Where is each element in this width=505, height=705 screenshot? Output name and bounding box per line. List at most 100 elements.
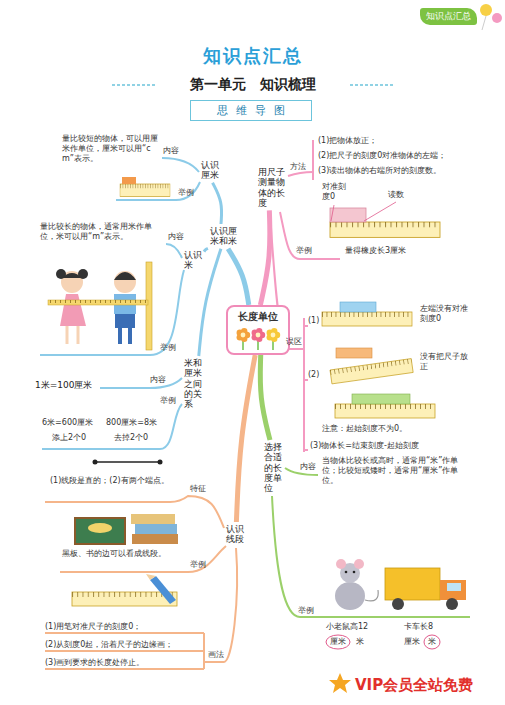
branch-tag: 内容 — [168, 232, 184, 242]
branch-tag: 举例 — [160, 343, 176, 353]
ruler-picture — [330, 359, 413, 384]
note-text: 注意：起始刻度不为0。 — [322, 424, 407, 434]
node-text: 知识点汇总 — [426, 10, 471, 23]
mouse-picture — [335, 559, 378, 610]
branch-connector — [260, 355, 270, 440]
branch-topic: 选择合适的长度单位 — [262, 440, 284, 496]
object-picture — [122, 177, 136, 184]
node-text: 用尺子测量物体的长度 — [258, 167, 285, 208]
branch-connector — [204, 249, 208, 252]
branch-topic: 认识线段 — [224, 522, 246, 547]
children-picture — [48, 262, 152, 350]
note-text: 量比较长的物体，通常用米作单位，米可以用“m”表示。 — [40, 222, 154, 242]
truck-picture — [385, 568, 466, 610]
node-text: 长度单位 — [231, 310, 285, 324]
branch-tag: 特征 — [190, 484, 206, 494]
blue-branches — [40, 158, 200, 449]
branch-tag: 内容 — [150, 375, 166, 385]
node-text: 选择合适的长度单位 — [264, 442, 282, 494]
branch-topic: 认识厘米和米 — [208, 224, 239, 249]
branch-tag: 举例 — [190, 560, 206, 570]
branch-tag: 方法 — [290, 162, 306, 172]
node-text: 认识米 — [184, 250, 202, 271]
note-text: 去掉2个0 — [114, 433, 148, 443]
board-books-picture — [75, 514, 178, 544]
node-text: 认识线段 — [226, 524, 244, 545]
option-text: 米 — [428, 637, 436, 647]
note-text: 当物体比较长或高时，通常用“米”作单位；比较短或矮时，通常用“厘米”作单位。 — [322, 456, 472, 486]
branch-connector — [260, 210, 270, 305]
formula-text: 800厘米=8米 — [106, 418, 157, 428]
note-text: 量得橡皮长3厘米 — [345, 246, 406, 256]
option-text: 厘米 — [404, 637, 420, 647]
node-text: 认识厘米和米 — [210, 226, 237, 247]
center-topic: 长度单位 — [226, 305, 290, 355]
watermark: VIP会员全站免费 — [355, 676, 473, 695]
unit-heading: 第一单元 知识梳理 — [160, 76, 345, 94]
branch-connector — [236, 355, 255, 522]
object-picture — [352, 394, 410, 404]
branch-tag: 举例 — [296, 246, 312, 256]
ruler-picture — [120, 184, 170, 197]
orange-branches — [45, 496, 237, 669]
segment-picture — [93, 460, 163, 465]
branch-tag: 内容 — [300, 462, 316, 472]
note-text: 黑板、书的边可以看成线段。 — [62, 549, 182, 559]
step-text: (2)把尺子的刻度0对准物体的左端； — [318, 151, 488, 161]
option-text: 厘米 — [330, 637, 346, 647]
green-branches — [272, 468, 470, 617]
pointer-lines — [331, 202, 396, 221]
step-text: (3)读出物体的右端所对的刻度数。 — [318, 166, 488, 176]
step-text: (3)画到要求的长度处停止。 — [45, 658, 203, 668]
branch-connector — [228, 249, 249, 305]
branch-topic: 认识厘米 — [199, 158, 221, 183]
branch-tag: 误区 — [286, 337, 302, 347]
branch-tag: 举例 — [178, 188, 194, 198]
formula-text: 6米=600厘米 — [42, 418, 93, 428]
ruler-picture — [322, 312, 412, 326]
tab-label: 知识点汇总 — [420, 8, 477, 25]
step-text: (1)用笔对准尺子的刻度0； — [45, 622, 203, 632]
note-text: 添上2个0 — [52, 433, 86, 443]
node-text: 认识厘米 — [201, 160, 219, 181]
option-text: 米 — [356, 637, 364, 647]
branch-tag: 画法 — [208, 650, 224, 660]
page-title: 知识点汇总 — [0, 44, 505, 68]
note-text: 左端没有对准刻度0 — [420, 304, 474, 324]
picture-label: 读数 — [388, 190, 404, 200]
note-text: 量比较短的物体，可以用厘米作单位，厘米可以用“cm”表示。 — [62, 134, 158, 164]
ruler-picture — [72, 592, 177, 606]
heading-band: 思维导图 — [190, 100, 312, 121]
branch-tag: 内容 — [163, 146, 179, 156]
node-text: 米和厘米之间的关系 — [184, 358, 202, 410]
branch-tag: 举例 — [298, 606, 314, 616]
branch-tag: 举例 — [160, 396, 176, 406]
node-text: 思维导图 — [199, 103, 311, 118]
pencil-picture — [146, 574, 176, 604]
answer-circle — [424, 635, 440, 649]
branch-topic: 认识米 — [182, 248, 204, 273]
note-text: 没有把尺子放正 — [420, 352, 474, 372]
object-picture — [336, 348, 372, 358]
star-icon — [329, 673, 351, 693]
step-text: (1)把物体放正； — [318, 136, 483, 146]
formula-text: (3)物体长=结束刻度-起始刻度 — [310, 441, 419, 451]
branch-topic: 米和厘米之间的关系 — [182, 356, 204, 412]
ruler-picture — [330, 222, 440, 237]
balloons — [480, 4, 502, 30]
flowers-picture — [233, 326, 283, 350]
branch-connector — [199, 249, 221, 356]
question-text: 卡车长8 — [404, 622, 433, 632]
branch-connector — [213, 183, 222, 224]
ruler-picture — [335, 404, 435, 418]
question-text: 小老鼠高12 — [326, 622, 368, 632]
answer-circle — [326, 635, 350, 649]
picture-label: 对准刻度0 — [322, 182, 348, 202]
item-number: (2) — [308, 370, 319, 380]
note-text: (1)线段是直的；(2)有两个端点。 — [50, 476, 170, 486]
eraser-picture — [330, 208, 366, 222]
formula-text: 1米=100厘米 — [35, 380, 92, 391]
item-number: (1) — [308, 316, 319, 326]
object-picture — [340, 302, 376, 312]
branch-topic: 用尺子测量物体的长度 — [256, 165, 287, 210]
